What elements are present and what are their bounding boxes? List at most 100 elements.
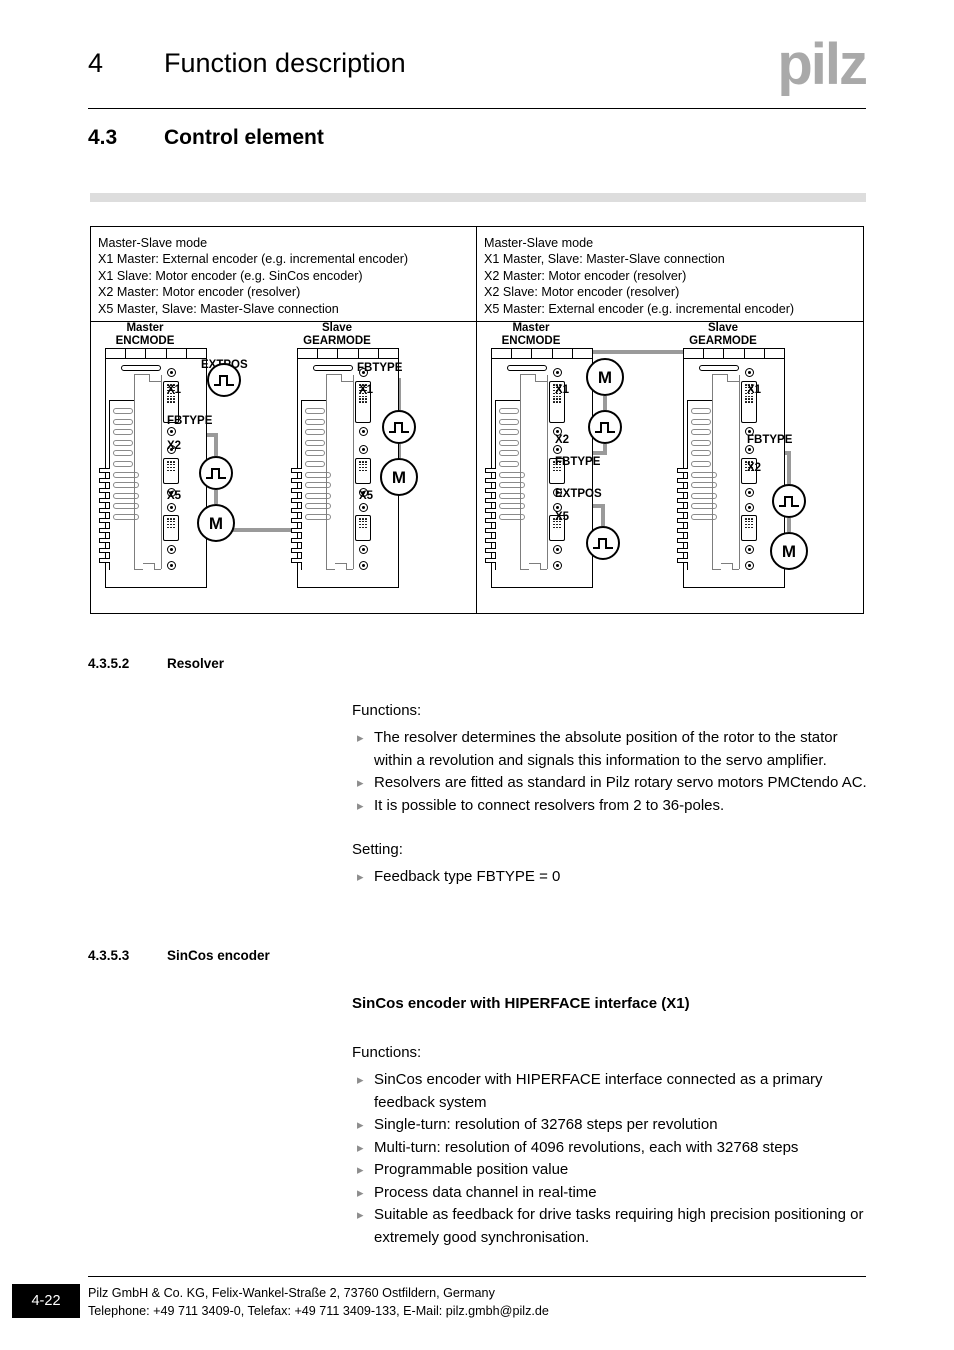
standoff-screw <box>167 368 176 377</box>
setting-label: Setting: <box>352 841 403 858</box>
sincos-subtitle: SinCos encoder with HIPERFACE interface … <box>352 995 690 1012</box>
section-heading: 4.3 Control element <box>88 126 324 150</box>
standoff-screw <box>167 445 176 454</box>
standoff-screw <box>745 427 754 436</box>
standoff-screw <box>553 445 562 454</box>
display-slot <box>507 365 547 371</box>
control-card <box>520 373 549 571</box>
drive-slave-right <box>677 348 785 637</box>
standoff-screw <box>167 427 176 436</box>
chassis-bracket <box>109 400 135 637</box>
encoder-symbol-extpos <box>207 363 241 397</box>
port-label-x2: X2 <box>555 434 570 446</box>
signal-label-fbtype: FBTYPE <box>167 415 213 427</box>
connector-x2[interactable] <box>549 458 565 484</box>
device-label-master-right: Master ENCMODE <box>471 322 591 347</box>
legend-right: Master-Slave mode X1 Master, Slave: Mast… <box>477 227 863 322</box>
encoder-symbol-extpos <box>586 526 620 560</box>
drive-master-left <box>99 348 207 637</box>
accent-bar <box>90 193 866 202</box>
connector-spare[interactable] <box>741 515 757 541</box>
terminal-strip <box>491 348 593 359</box>
standoff-screw <box>167 561 176 570</box>
legend-left: Master-Slave mode X1 Master: External en… <box>91 227 476 322</box>
motor-letter: M <box>208 513 224 533</box>
header-divider <box>88 108 866 109</box>
subsection-number: 4.3.5.3 <box>88 948 130 963</box>
motor-symbol-master: M <box>197 504 235 542</box>
pulse-icon <box>389 421 409 433</box>
connector-x1[interactable] <box>163 381 179 423</box>
list-item: SinCos encoder with HIPERFACE interface … <box>352 1069 868 1114</box>
device-mode: GEARMODE <box>689 334 757 347</box>
standoff-screw <box>167 503 176 512</box>
connector-x5[interactable] <box>549 515 565 541</box>
connector-x2[interactable] <box>163 458 179 484</box>
legend-line: Master-Slave mode <box>98 236 208 250</box>
standoff-screw <box>359 445 368 454</box>
device-mode: ENCMODE <box>115 334 175 347</box>
drive-chassis <box>683 358 785 588</box>
chapter-title: Function description <box>164 48 406 78</box>
list-item: Programmable position value <box>352 1159 868 1182</box>
standoff-screw <box>745 488 754 497</box>
card-notch <box>335 563 347 571</box>
standoff-screw <box>553 545 562 554</box>
port-label-x5: X5 <box>167 490 182 502</box>
connector-x2[interactable] <box>741 458 757 484</box>
resolver-body: Functions: The resolver determines the a… <box>352 700 868 889</box>
legend-line: X2 Master: Motor encoder (resolver) <box>484 268 687 283</box>
legend-line: X5 Master: External encoder (e.g. increm… <box>484 301 795 316</box>
standoff-screw <box>167 545 176 554</box>
legend-line: X1 Master: External encoder (e.g. increm… <box>98 252 409 267</box>
resolver-settings-list: Feedback type FBTYPE = 0 <box>352 866 868 889</box>
connector-x1[interactable] <box>741 381 757 423</box>
standoff-screw <box>359 503 368 512</box>
control-card <box>712 373 741 571</box>
card-notch <box>341 373 354 382</box>
connector-x5[interactable] <box>355 515 371 541</box>
port-label-x5: X5 <box>555 511 570 523</box>
subsection-title: SinCos encoder <box>167 948 270 963</box>
control-card <box>326 373 355 571</box>
legend-line: X5 Master, Slave: Master-Slave connectio… <box>98 301 339 316</box>
heatsink-fins <box>485 468 497 572</box>
drive-chassis <box>491 358 593 588</box>
connector-x1[interactable] <box>355 381 371 423</box>
standoff-screw <box>553 503 562 512</box>
diagram-left: Master ENCMODE <box>91 322 476 637</box>
drive-master-right <box>485 348 593 637</box>
standoff-screw <box>359 561 368 570</box>
motor-symbol-slave: M <box>770 532 808 570</box>
encoder-symbol-slave <box>772 484 806 518</box>
spacer <box>352 817 868 839</box>
section-title: Control element <box>164 126 324 149</box>
standoff-screw <box>359 488 368 497</box>
connector-spare[interactable] <box>355 458 371 484</box>
card-notch <box>535 373 548 382</box>
footer-divider <box>88 1276 866 1277</box>
master-slave-figure: Master-Slave mode X1 Master: External en… <box>90 226 864 637</box>
section-number: 4.3 <box>88 126 118 149</box>
connector-x5[interactable] <box>163 515 179 541</box>
port-label-x1: X1 <box>747 384 762 396</box>
legend-line: X1 Master, Slave: Master-Slave connectio… <box>484 252 725 267</box>
standoff-screw <box>745 561 754 570</box>
list-item: Single-turn: resolution of 32768 steps p… <box>352 1114 868 1137</box>
motor-symbol-slave: M <box>380 458 418 496</box>
motor-symbol-master: M <box>586 358 624 396</box>
terminal-strip <box>297 348 399 359</box>
motor-letter: M <box>597 367 613 387</box>
standoff-screw <box>167 488 176 497</box>
signal-label-fbtype: FBTYPE <box>555 456 601 468</box>
standoff-screw <box>553 368 562 377</box>
connector-x1[interactable] <box>549 381 565 423</box>
device-label-slave-right: Slave GEARMODE <box>663 322 783 347</box>
standoff-screw <box>553 427 562 436</box>
diagram-right: Master ENCMODE <box>477 322 863 637</box>
functions-label: Functions: <box>352 1044 422 1061</box>
standoff-screw <box>745 503 754 512</box>
chassis-bracket <box>301 400 327 637</box>
page-number-badge: 4-22 <box>12 1284 80 1318</box>
list-item: Feedback type FBTYPE = 0 <box>352 866 868 889</box>
